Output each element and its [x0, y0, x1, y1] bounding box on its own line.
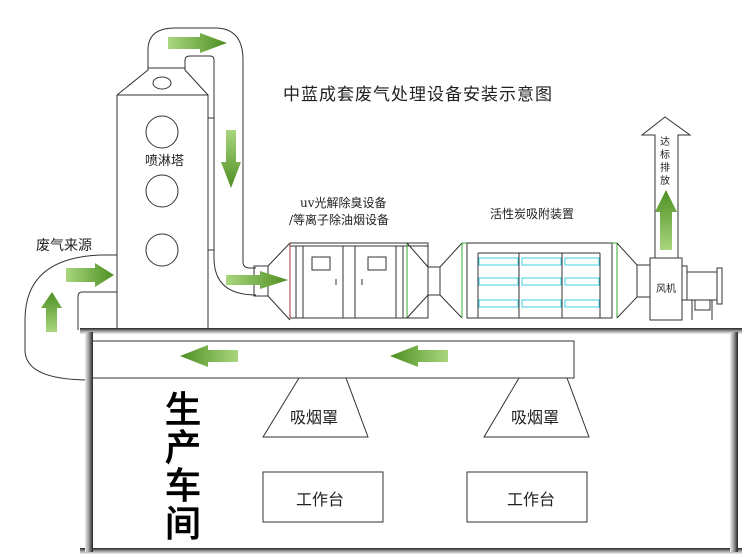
arrow-left-icon — [180, 345, 238, 367]
exhaust-source-label: 废气来源 — [36, 238, 92, 254]
inlet-duct — [24, 254, 117, 381]
arrow-right-icon — [66, 263, 114, 287]
flow-arrows — [41, 33, 677, 367]
arrow-right-icon — [226, 271, 288, 289]
top-bend-duct — [147, 27, 256, 269]
tower-window-1 — [145, 115, 179, 149]
uv-unit-label-line1: uv光解除臭设备 — [300, 196, 387, 210]
spray-tower-label: 喷淋塔 — [145, 154, 185, 169]
page-title: 中蓝成套废气处理设备安装示意图 — [283, 85, 553, 105]
activated-carbon-unit — [461, 242, 618, 319]
chimney — [640, 116, 692, 258]
tower-window-2 — [145, 174, 179, 208]
uv-unit — [289, 242, 429, 319]
hood-1 — [262, 377, 369, 438]
uv-door-window-1 — [311, 256, 331, 271]
workbench-1 — [262, 471, 384, 523]
activated-carbon-label: 活性炭吸附装置 — [490, 207, 575, 221]
workshop-area — [80, 328, 742, 554]
workshop-label: 生产车间 — [164, 390, 201, 545]
uv-door-window-2 — [367, 256, 387, 271]
arrow-up-icon — [655, 190, 677, 250]
fan-label: 风机 — [656, 284, 676, 295]
hood-2 — [483, 377, 590, 438]
carbon-filter-panels — [478, 257, 600, 308]
arrow-left-icon — [390, 345, 448, 367]
arrow-up-icon — [41, 292, 62, 332]
tower-window-3 — [145, 233, 179, 267]
workshop-duct — [93, 340, 575, 379]
workbench-1-label: 工作台 — [296, 490, 345, 509]
workbench-2 — [466, 471, 588, 523]
hood-1-label: 吸烟罩 — [290, 408, 339, 427]
emission-label: 达标排放 — [660, 137, 670, 187]
uv-unit-label-line2: /等离子除油烟设备 — [289, 213, 390, 227]
spray-tower — [116, 67, 209, 330]
arrow-right-icon — [168, 33, 227, 53]
workbench-2-label: 工作台 — [507, 490, 556, 509]
arrow-down-icon — [221, 130, 241, 188]
hood-2-label: 吸烟罩 — [511, 408, 560, 427]
